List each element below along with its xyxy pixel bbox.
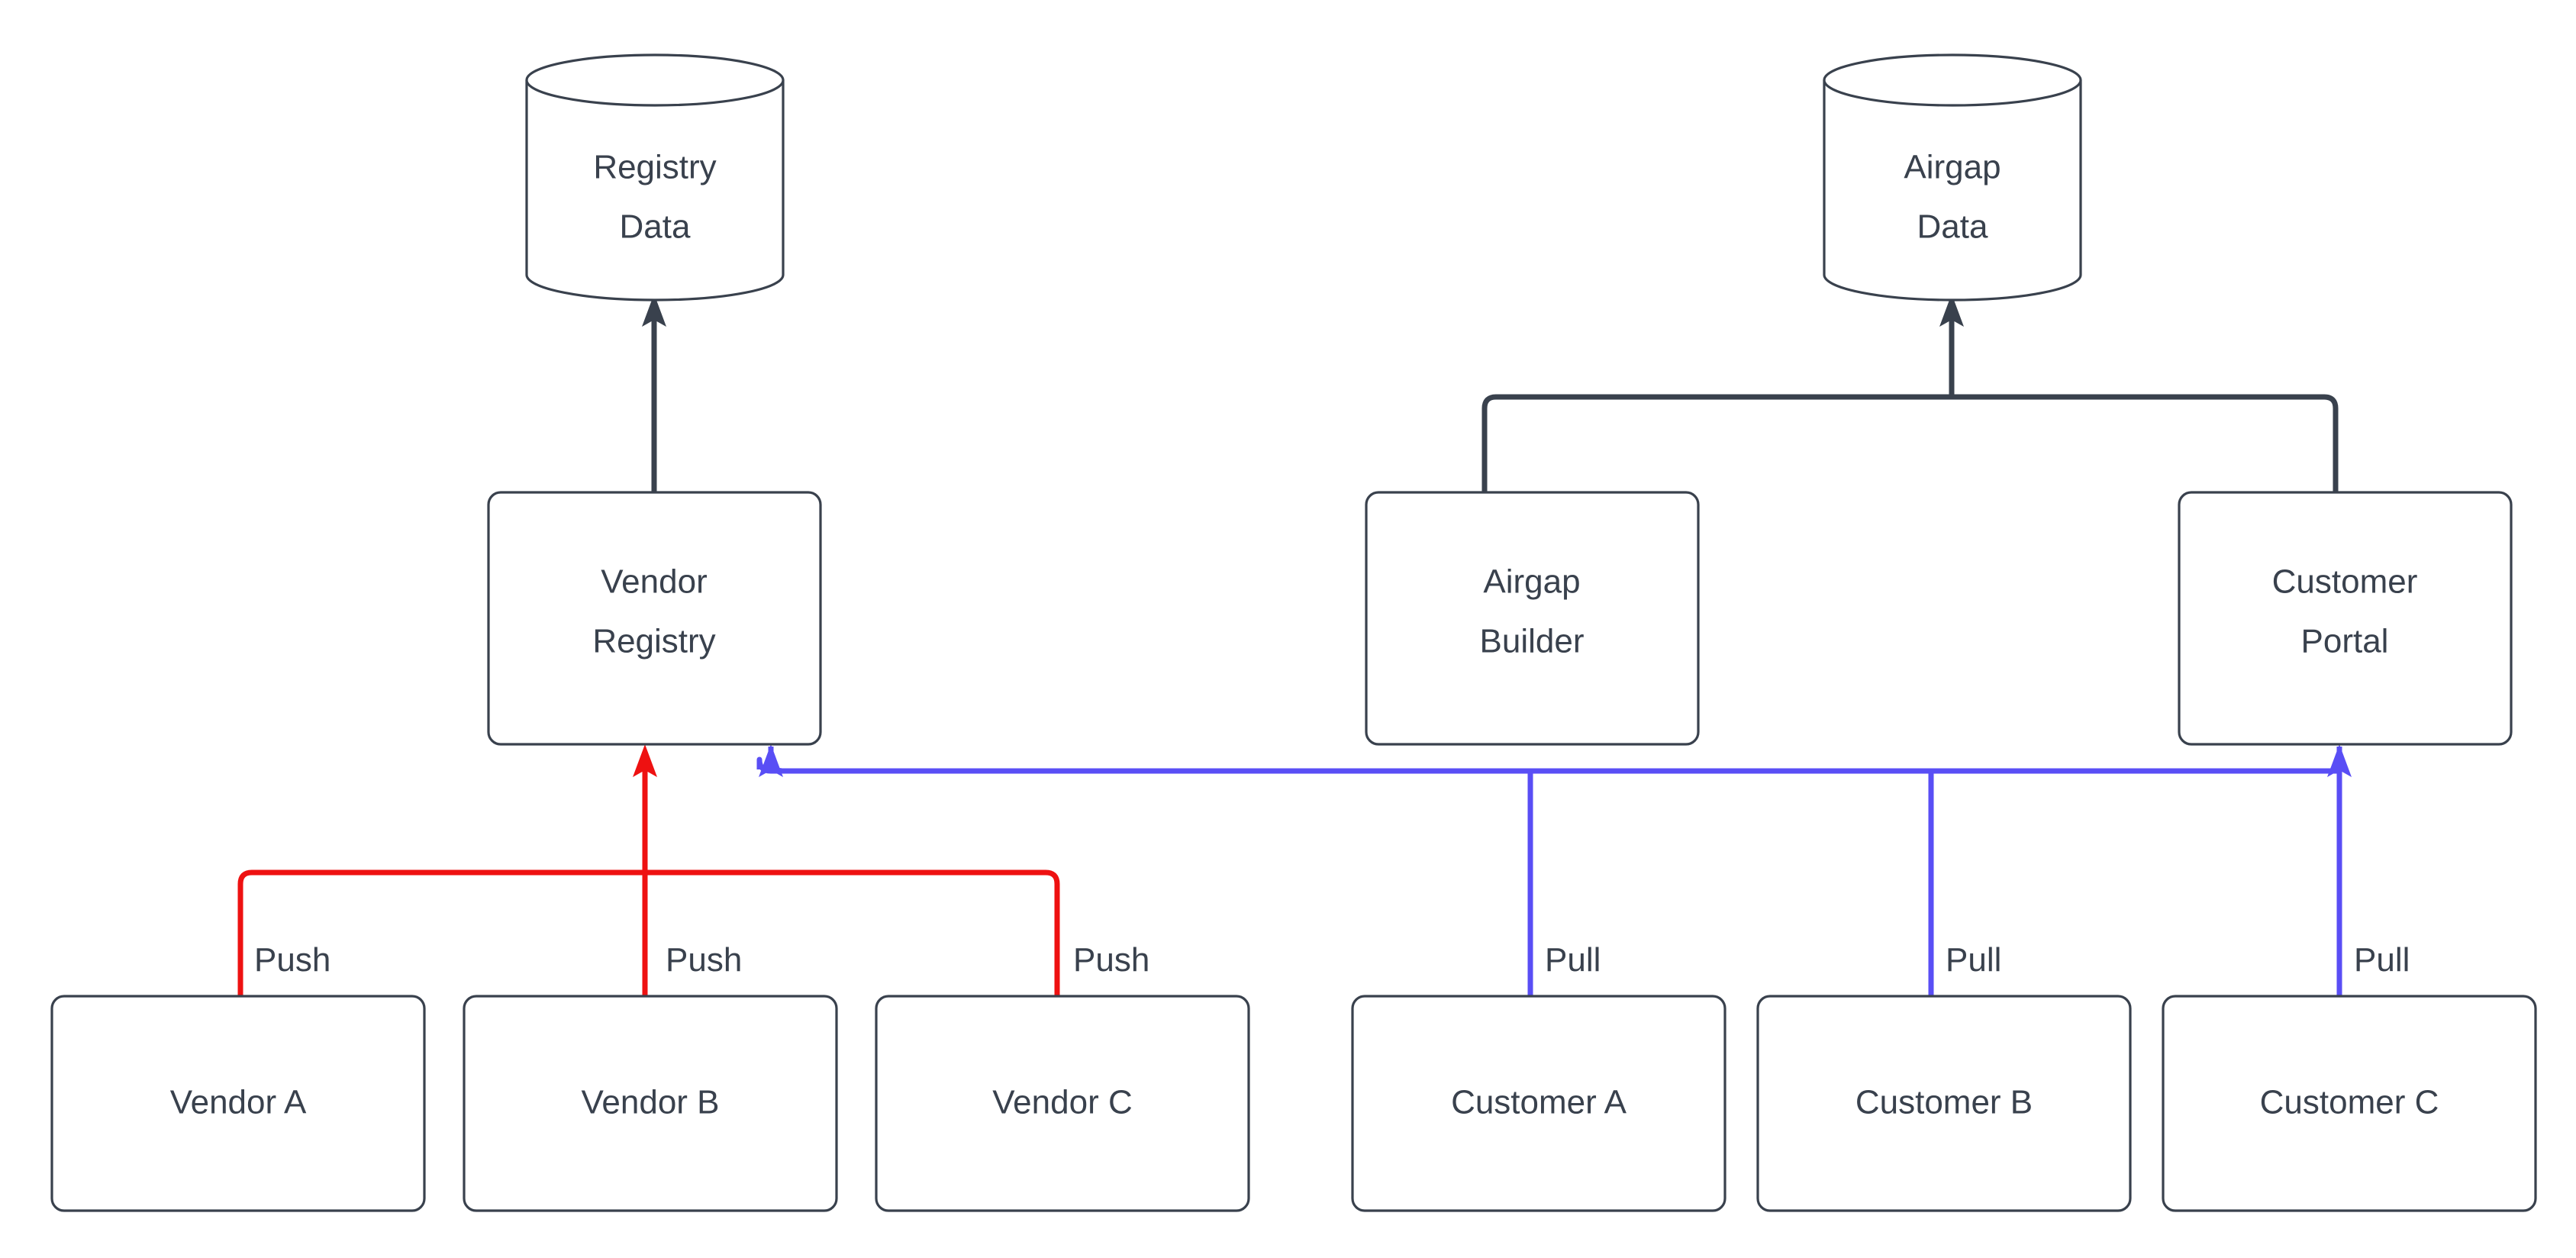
node-customer-portal[interactable]: Customer Portal bbox=[2178, 491, 2513, 746]
node-customer-b-label: Customer B bbox=[1855, 1084, 2033, 1121]
datastore-registry-data-line1: Registry bbox=[593, 149, 716, 186]
node-airgap-builder-line1: Airgap bbox=[1483, 563, 1580, 601]
node-airgap-builder-line2: Builder bbox=[1480, 623, 1585, 660]
datastore-registry-data-line2: Data bbox=[620, 208, 691, 246]
node-customer-a[interactable]: Customer A bbox=[1351, 995, 1726, 1212]
node-customer-b[interactable]: Customer B bbox=[1756, 995, 2132, 1212]
datastore-registry-data[interactable]: Registry Data bbox=[525, 53, 785, 302]
node-customer-a-label: Customer A bbox=[1451, 1084, 1627, 1121]
edge-vendor-registry-to-registry-data bbox=[642, 294, 666, 492]
edge-label-pull-b: Pull bbox=[1946, 941, 2001, 979]
node-customer-portal-line1: Customer bbox=[2272, 563, 2418, 601]
edge-label-pull-a: Pull bbox=[1545, 941, 1601, 979]
edge-label-push-a: Push bbox=[254, 941, 330, 979]
node-airgap-builder[interactable]: Airgap Builder bbox=[1365, 491, 1700, 746]
datastore-airgap-data[interactable]: Airgap Data bbox=[1823, 53, 2082, 302]
node-vendor-b[interactable]: Vendor B bbox=[463, 995, 838, 1212]
node-vendor-c-label: Vendor C bbox=[992, 1084, 1132, 1121]
node-customer-c[interactable]: Customer C bbox=[2162, 995, 2537, 1212]
node-vendor-registry-line2: Registry bbox=[592, 623, 715, 660]
datastore-airgap-data-line2: Data bbox=[1917, 208, 1988, 246]
edge-label-push-b: Push bbox=[666, 941, 742, 979]
edge-customers-pull-bus bbox=[756, 744, 2352, 996]
edge-vendors-push-to-vendor-registry bbox=[237, 744, 1060, 996]
node-customer-portal-line2: Portal bbox=[2301, 623, 2389, 660]
node-vendor-a-label: Vendor A bbox=[170, 1084, 307, 1121]
node-vendor-b-label: Vendor B bbox=[581, 1084, 719, 1121]
datastore-airgap-data-line1: Airgap bbox=[1904, 149, 2001, 186]
edge-label-pull-c: Pull bbox=[2354, 941, 2410, 979]
node-vendor-a[interactable]: Vendor A bbox=[50, 995, 426, 1212]
node-vendor-registry-line1: Vendor bbox=[601, 563, 707, 601]
edge-label-push-c: Push bbox=[1073, 941, 1149, 979]
node-customer-c-label: Customer C bbox=[2260, 1084, 2439, 1121]
node-vendor-c[interactable]: Vendor C bbox=[875, 995, 1250, 1212]
node-vendor-registry[interactable]: Vendor Registry bbox=[487, 491, 822, 746]
edge-airgap-bus-to-airgap-data bbox=[1481, 294, 2339, 492]
